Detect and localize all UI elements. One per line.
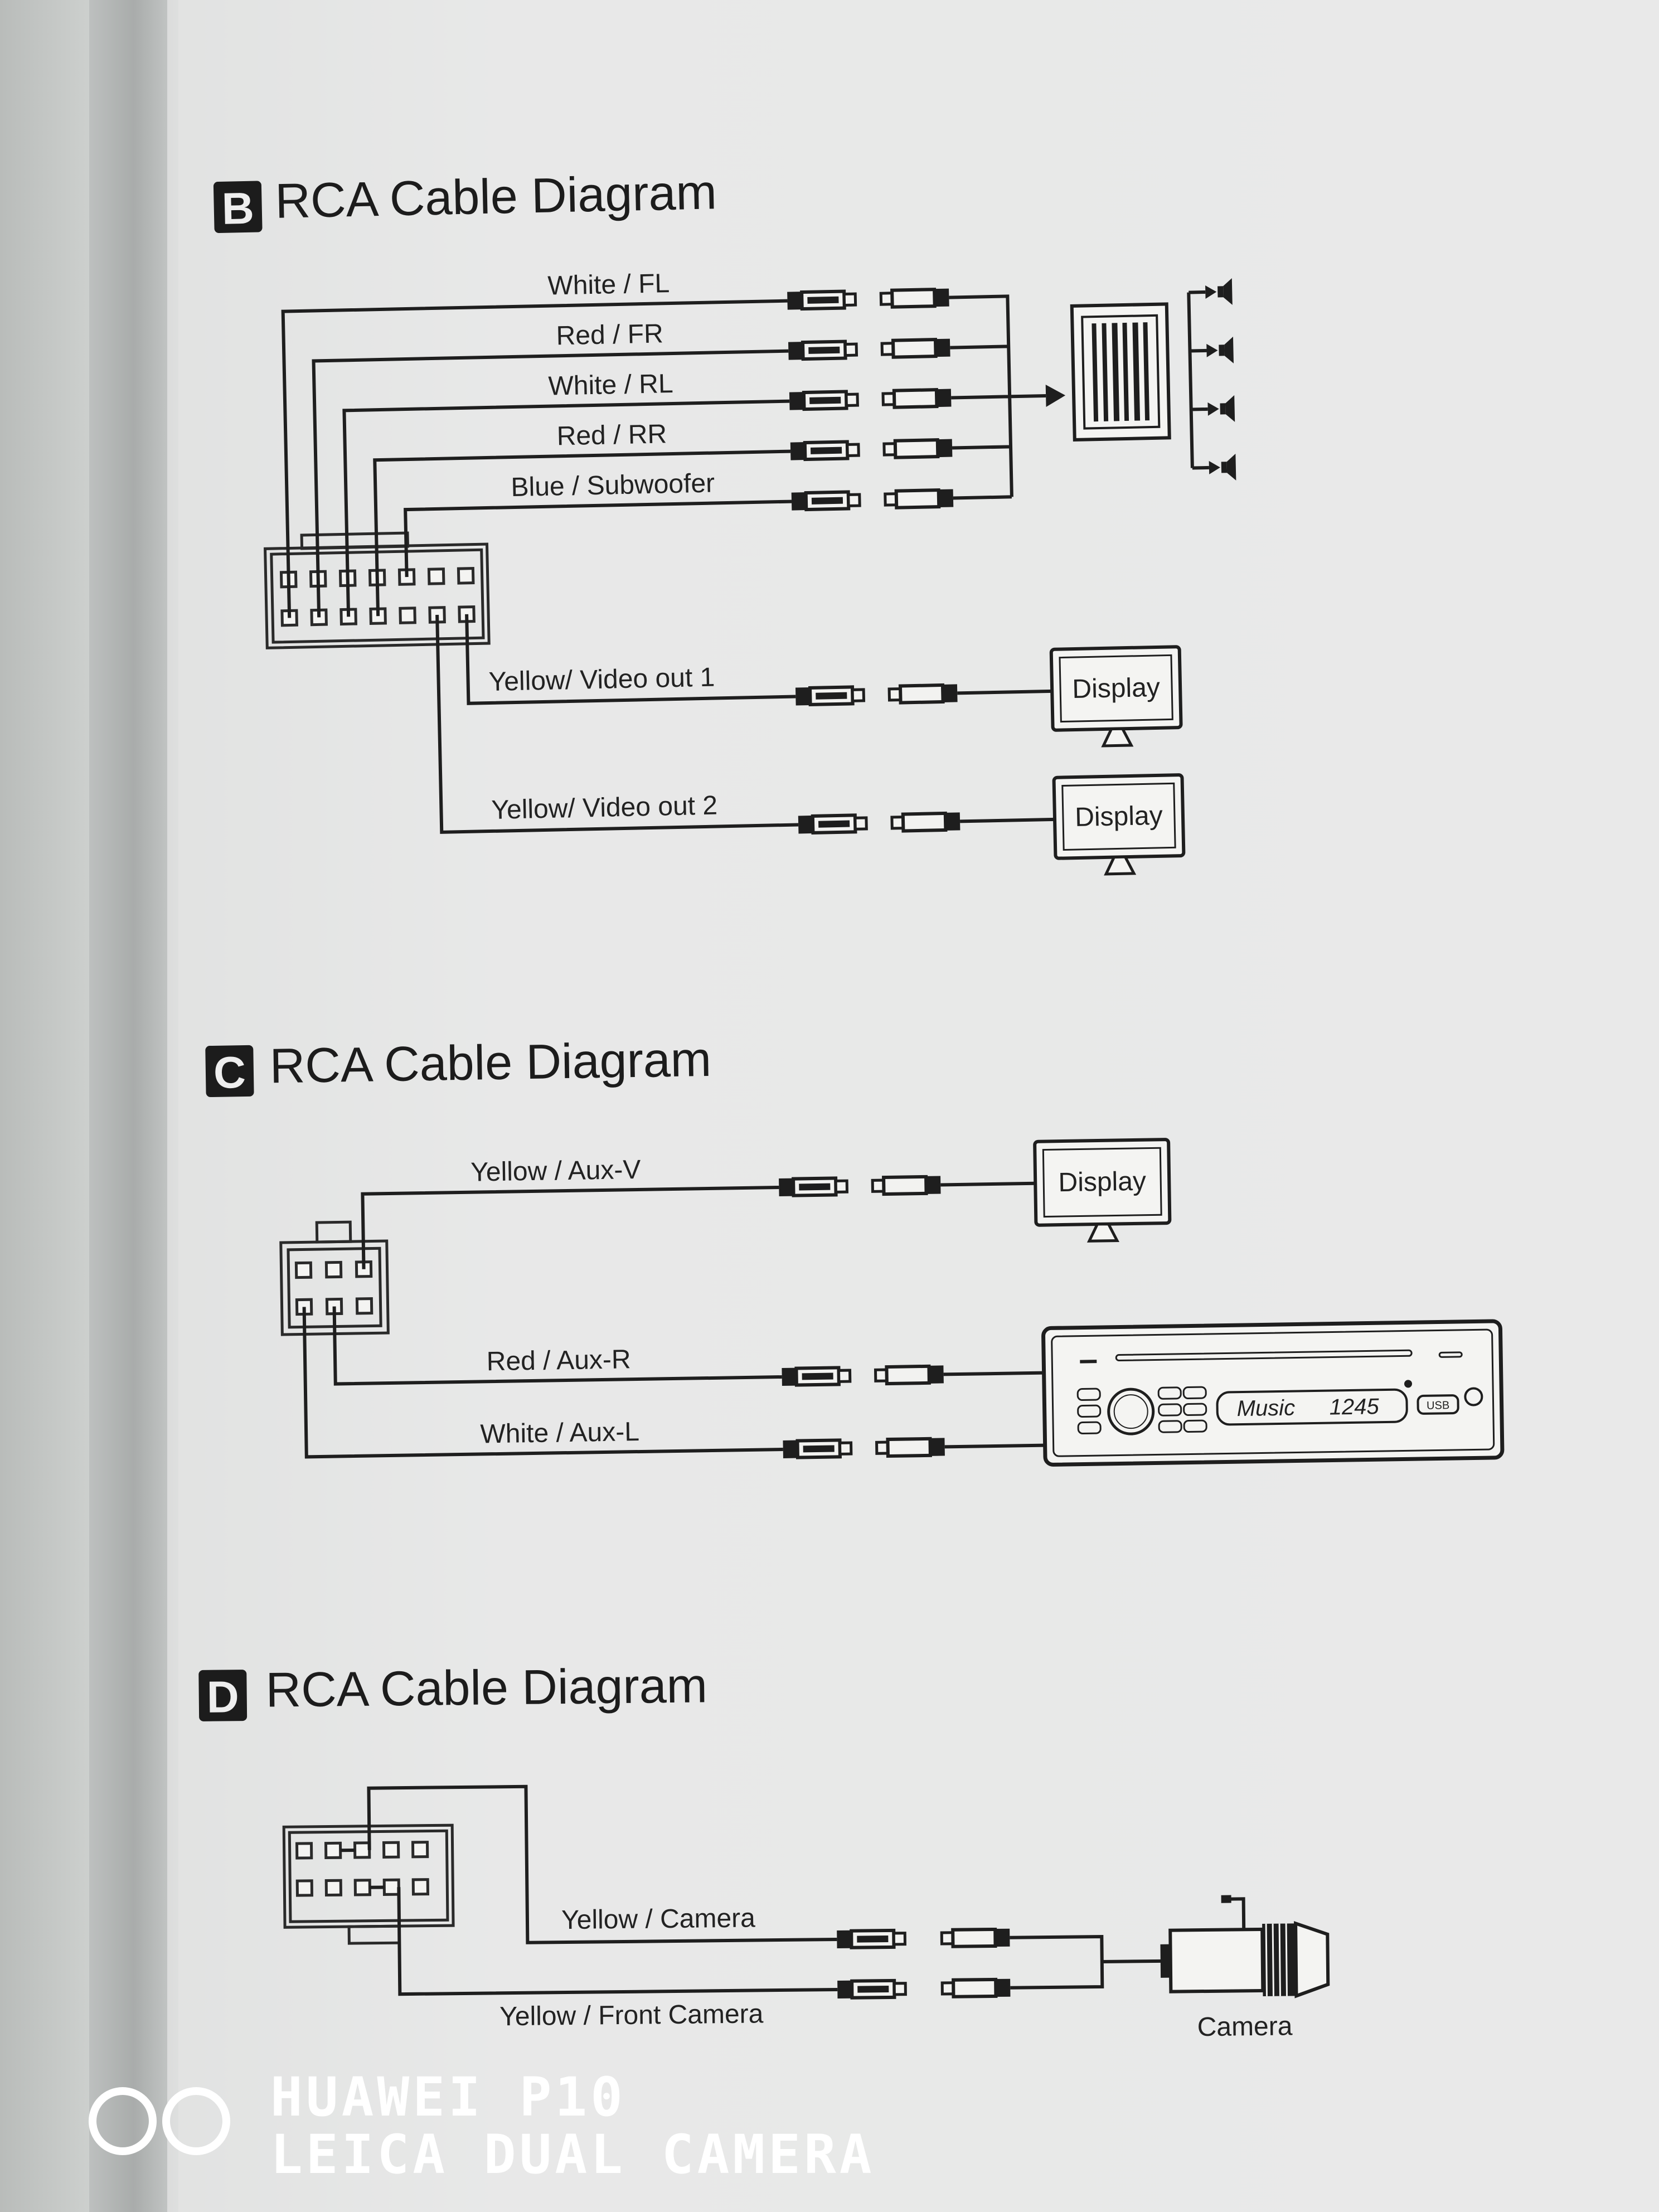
section-c: C RCA Cable Diagram Yellow / Aux-V Red /… [205,1031,1505,1467]
usb-port-label: USB [1427,1399,1449,1412]
camera-icon: Camera [1160,1895,1330,2042]
car-stereo-head-unit: Music 1245 USB [1041,1319,1505,1467]
section-d-badge [198,1670,248,1721]
label-video-out-2: Yellow/ Video out 2 [491,790,718,824]
label-red-rr: Red / RR [556,419,667,451]
camera-label: Camera [1197,2011,1293,2042]
wire-blue-subwoofer [404,499,792,578]
wire-aux-l [302,1307,783,1459]
wire-video-out-2 [435,614,799,834]
display-icon-1: Display [1049,645,1183,748]
10-pin-connector [282,1823,455,1945]
wire-aux-v [361,1186,779,1269]
label-video-out-1: Yellow/ Video out 1 [488,663,715,697]
section-c-badge [205,1045,254,1098]
head-unit-display-number: 1245 [1329,1394,1379,1419]
section-b-badge [213,181,263,233]
display-3-label: Display [1058,1167,1146,1197]
wire-camera [367,1784,837,1944]
arrow-to-amplifier-icon [1045,384,1066,407]
label-red-fr: Red / FR [556,319,663,351]
display-1-label: Display [1072,673,1160,704]
display-icon-3: Display [1033,1138,1172,1243]
watermark-line-2: LEICA DUAL CAMERA [270,2123,875,2186]
section-d-title: RCA Cable Diagram [265,1657,707,1717]
speaker-icons [1205,278,1236,481]
audio-bus [949,294,1046,500]
section-d: D RCA Cable Diagram Yellow / Camera Yell… [198,1657,1330,2042]
label-front-camera: Yellow / Front Camera [499,1999,764,2031]
wire-front-camera [397,1887,838,1996]
audio-wires [281,299,792,618]
label-blue-subwoofer: Blue / Subwoofer [511,468,715,502]
label-white-fl: White / FL [547,269,670,301]
watermark-line-1: HUAWEI P10 [270,2066,626,2128]
label-aux-v: Yellow / Aux-V [470,1155,641,1187]
page-gutter [89,0,178,2212]
wire-red-fr [312,349,789,618]
label-aux-r: Red / Aux-R [486,1345,631,1376]
usb-port-icon [1417,1394,1459,1415]
wire-aux-r [332,1306,782,1386]
label-white-rl: White / RL [548,369,673,401]
wire-white-rl [342,399,790,617]
speaker-bus [1187,290,1209,470]
section-b-title: RCA Cable Diagram [274,164,717,229]
watermark-ring-icon [89,2087,157,2155]
section-c-title: RCA Cable Diagram [269,1031,712,1093]
label-aux-l: White / Aux-L [480,1417,639,1449]
wire-video-out-1 [465,614,796,705]
head-unit-display [1216,1388,1408,1426]
section-b: B RCA Cable Diagram [213,164,1236,876]
camera-watermark: HUAWEI P10 LEICA DUAL CAMERA [89,2066,875,2186]
display-icon-2: Display [1052,773,1186,876]
head-unit-display-text: Music [1236,1396,1295,1422]
display-2-label: Display [1075,801,1163,832]
watermark-ring-icon [162,2087,230,2155]
wire-white-fl [281,299,788,618]
volume-knob-icon [1107,1388,1155,1435]
section-b-badge-letter: B [221,183,255,234]
section-d-badge-letter: D [206,1672,239,1722]
section-c-badge-letter: C [213,1047,246,1098]
label-camera: Yellow / Camera [561,1903,756,1935]
wire-red-rr [373,449,791,617]
amplifier-icon [1070,302,1171,442]
